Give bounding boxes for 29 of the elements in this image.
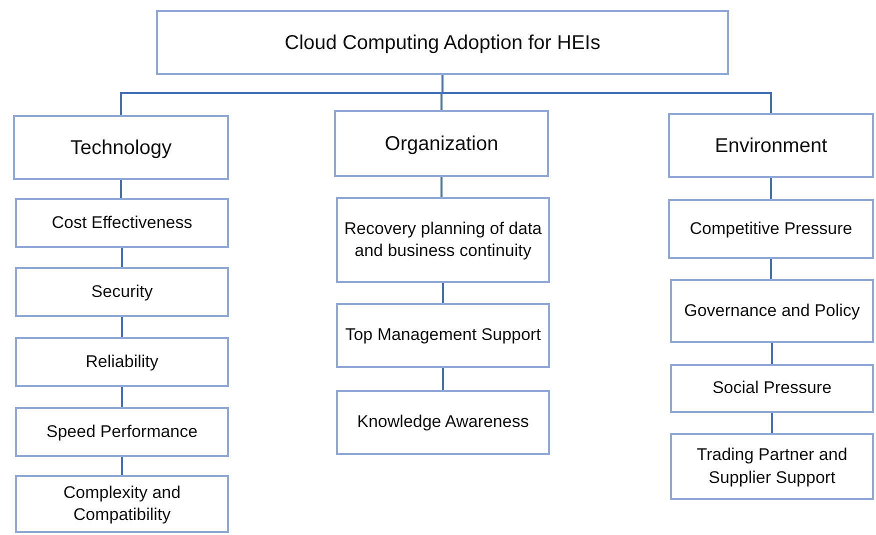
title-box: Cloud Computing Adoption for HEIs — [156, 10, 729, 75]
connector-line — [771, 343, 773, 364]
connector-line — [440, 177, 442, 197]
factor-box: Knowledge Awareness — [336, 390, 550, 455]
connector-line — [120, 180, 122, 198]
connector-line — [771, 413, 773, 433]
connector-line — [442, 368, 444, 390]
connector-line — [770, 259, 772, 279]
factor-box: Recovery planning of data and business continuity — [336, 197, 550, 283]
connector-line — [770, 178, 772, 199]
connector-line — [121, 248, 123, 267]
factor-box: Technology — [13, 115, 229, 180]
factor-box: Reliability — [15, 337, 229, 387]
connector-line — [121, 387, 123, 407]
factor-box: Governance and Policy — [670, 279, 874, 343]
factor-box: Social Pressure — [670, 364, 874, 413]
connector-line — [442, 283, 444, 303]
factor-box: Competitive Pressure — [668, 199, 874, 259]
factor-box: Complexity and Compatibility — [15, 475, 229, 533]
connector-line — [121, 317, 123, 337]
connector-line — [442, 75, 772, 113]
connector-line — [121, 457, 123, 475]
factor-box: Trading Partner and Supplier Support — [670, 433, 874, 500]
factor-box: Speed Performance — [15, 407, 229, 457]
factor-box: Environment — [668, 113, 874, 178]
factor-box: Security — [15, 267, 229, 317]
factor-box: Organization — [334, 110, 549, 177]
factor-box: Top Management Support — [336, 303, 550, 368]
factor-box: Cost Effectiveness — [15, 198, 229, 248]
